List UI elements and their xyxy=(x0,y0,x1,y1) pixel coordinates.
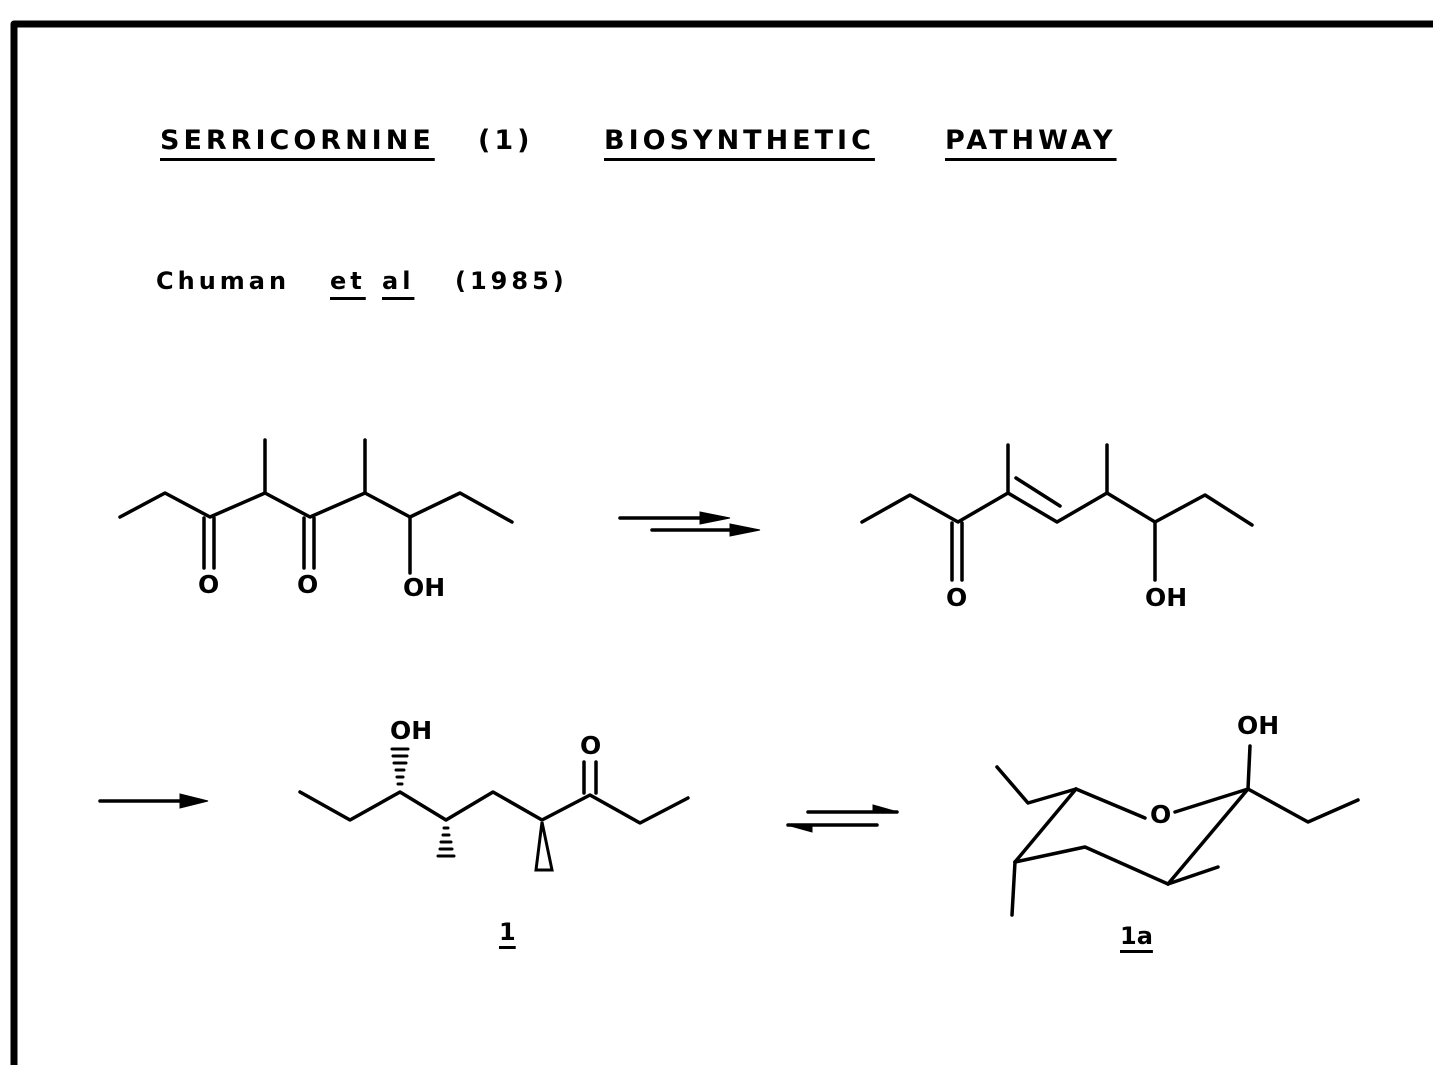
structure-precursor xyxy=(118,438,514,575)
compound-label-1: 1 xyxy=(499,918,516,946)
structure-hemiketal xyxy=(995,744,1360,917)
reaction-arrow-2 xyxy=(98,793,209,809)
title-word-serricornine: SERRICORNINE xyxy=(160,125,435,156)
title-word-biosynthetic: BIOSYNTHETIC xyxy=(604,125,875,156)
structure-serricornine xyxy=(298,747,690,872)
citation-author: Chuman xyxy=(156,267,291,295)
citation-et: et xyxy=(330,267,366,295)
equilibrium-arrows xyxy=(786,804,899,833)
atom-label-o: O xyxy=(297,570,319,599)
reaction-arrow-1 xyxy=(618,511,761,537)
structure-enone xyxy=(860,443,1254,582)
title-compound-number: (1) xyxy=(478,125,534,156)
hashed-wedge-oh xyxy=(390,747,410,786)
atom-label-o: O xyxy=(580,731,602,760)
atom-label-ring-o: O xyxy=(1150,800,1172,829)
atom-label-oh: OH xyxy=(390,716,433,745)
atom-label-oh: OH xyxy=(1237,711,1280,740)
open-wedge-methyl xyxy=(534,821,554,872)
atom-label-o: O xyxy=(946,583,968,612)
citation-year: (1985) xyxy=(455,267,568,295)
citation-al: al xyxy=(382,267,415,295)
atom-label-oh: OH xyxy=(403,573,446,602)
atom-label-oh: OH xyxy=(1145,583,1188,612)
title-word-pathway: PATHWAY xyxy=(945,125,1117,156)
slide-border xyxy=(10,20,1433,1065)
hashed-wedge-methyl xyxy=(436,826,456,858)
atom-label-o: O xyxy=(198,570,220,599)
compound-label-1a: 1a xyxy=(1120,922,1153,950)
